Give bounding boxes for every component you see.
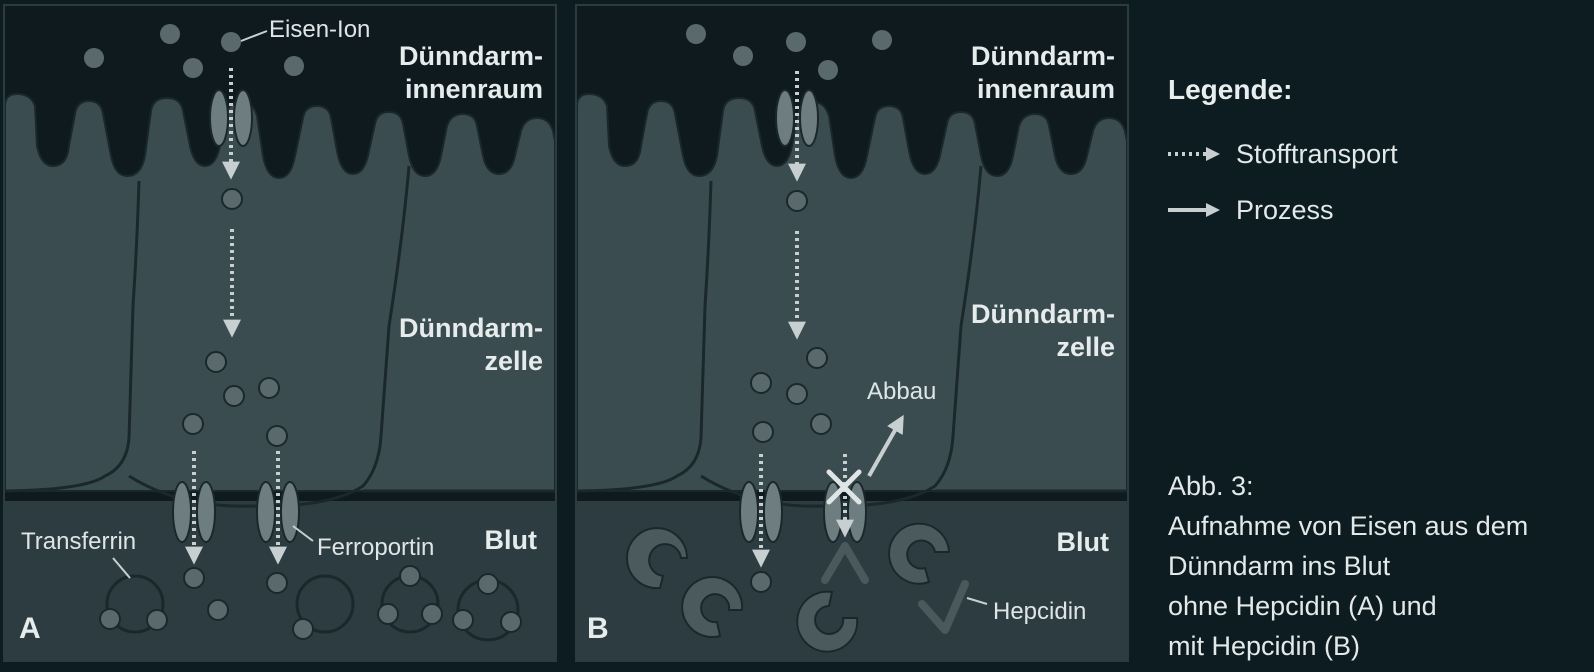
label-lumen: Dünndarm- innenraum (399, 41, 543, 104)
iron-ion (377, 603, 399, 625)
label-degradation: Abbau (867, 378, 937, 405)
iron-ion (786, 32, 806, 52)
diagram-a (5, 6, 555, 660)
iron-ion (806, 347, 828, 369)
leader-line (966, 597, 988, 605)
iron-ion (733, 46, 753, 66)
transporter-top (209, 89, 253, 147)
iron-ion (258, 377, 280, 399)
iron-ion (786, 190, 808, 212)
ferroportin-left (739, 481, 783, 543)
leader-line (112, 557, 131, 579)
legend-title: Legende: (1168, 74, 1293, 105)
label-hepcidin: Hepcidin (993, 598, 1087, 625)
legend: Legende: Stofftransport Prozess (1168, 74, 1568, 238)
iron-ion (477, 573, 499, 595)
block-cross-icon (826, 469, 862, 505)
dotted-arrow-icon (1168, 147, 1220, 161)
iron-ion (183, 567, 205, 589)
legend-item-dotted: Stofftransport (1168, 126, 1568, 182)
iron-ion (818, 60, 838, 80)
label-cell: Dünndarm- zelle (399, 313, 543, 376)
ferroportin-left (172, 481, 216, 543)
legend-label: Stofftransport (1236, 138, 1398, 169)
iron-ion (284, 56, 304, 76)
hepcidin (918, 580, 969, 634)
solid-arrow-icon (1168, 203, 1220, 217)
iron-ion (292, 618, 314, 640)
iron-ion (500, 611, 522, 633)
iron-ion (205, 351, 227, 373)
legend-label: Prozess (1236, 194, 1334, 225)
legend-item-solid: Prozess (1168, 182, 1568, 238)
panel-a: Eisen-Ion Dünndarm- innenraum Dünndarm- … (3, 4, 557, 662)
hepcidin-bound (821, 542, 869, 584)
panel-letter-b: B (587, 612, 609, 645)
cell-membrane (5, 180, 141, 493)
diagram-b (577, 6, 1127, 660)
iron-ion (99, 608, 121, 630)
iron-ion (266, 425, 288, 447)
transferrin-empty (626, 527, 689, 590)
leader-line (240, 30, 268, 42)
iron-ion (266, 572, 288, 594)
iron-ion (223, 385, 245, 407)
iron-ion (421, 603, 443, 625)
iron-ion (146, 609, 168, 631)
process-arrow (867, 414, 904, 477)
iron-ion (183, 58, 203, 78)
label-ferroportin: Ferroportin (317, 534, 435, 561)
label-cell: Dünndarm- zelle (971, 299, 1115, 362)
label-iron-ion: Eisen-Ion (269, 16, 371, 43)
iron-ion (752, 421, 774, 443)
cell-membrane (577, 180, 713, 493)
iron-ion (207, 599, 229, 621)
figure-caption: Abb. 3: Aufnahme von Eisen aus dem Dünnd… (1168, 471, 1529, 661)
iron-ion (221, 32, 241, 52)
panel-letter-a: A (19, 612, 41, 645)
label-lumen: Dünndarm- innenraum (971, 41, 1115, 104)
iron-ion (182, 413, 204, 435)
transferrin-empty (796, 590, 859, 653)
iron-ion (750, 571, 772, 593)
iron-ion (452, 609, 474, 631)
panel-b: Dünndarm- innenraum Dünndarm- zelle Blut… (575, 4, 1129, 662)
cell-region (577, 92, 1127, 492)
iron-ion (686, 24, 706, 44)
iron-ion (750, 372, 772, 394)
label-transferrin: Transferrin (21, 528, 137, 555)
iron-ion (810, 413, 832, 435)
iron-ion (399, 565, 421, 587)
iron-ion (786, 383, 808, 405)
iron-ion (872, 30, 892, 50)
transferrin-empty (888, 522, 951, 585)
label-blood: Blut (484, 525, 537, 555)
label-blood: Blut (1056, 527, 1109, 557)
leader-line (292, 525, 314, 542)
iron-ion (160, 24, 180, 44)
transporter-top (775, 89, 819, 147)
iron-ion (221, 188, 243, 210)
cell-region (5, 92, 555, 492)
transferrin-empty (681, 576, 744, 639)
iron-ion (84, 48, 104, 68)
